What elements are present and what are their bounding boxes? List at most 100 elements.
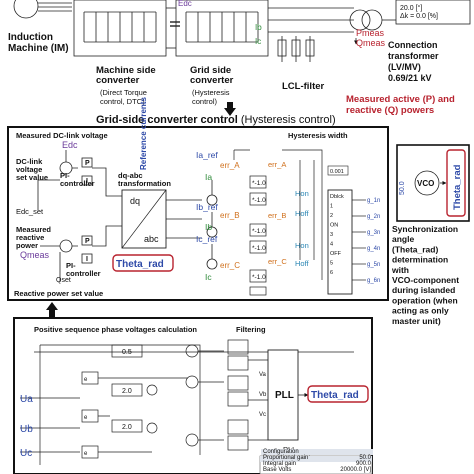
text-line: 0.69/21 kV — [388, 73, 432, 83]
gain-a-1: *-1.0 — [252, 180, 266, 187]
gain-c-1: *-1.0 — [252, 274, 266, 281]
hysteresis-wires — [282, 149, 323, 280]
sequence-network — [20, 339, 354, 465]
text-line: 4 — [330, 242, 333, 248]
hon-label-1: Hon — [295, 189, 309, 198]
text-line: 6 — [330, 270, 333, 276]
gsc-title: Grid-side converter control (Hysteresis … — [96, 114, 336, 126]
gate-logic-block — [327, 189, 353, 295]
config-key: Base Volts — [263, 467, 292, 473]
err-a-label-1: err_A — [220, 161, 240, 170]
text-line: Measured active (P) and — [346, 94, 455, 105]
text-line: 1 — [330, 204, 333, 210]
text-line: PI- — [60, 171, 70, 180]
lcl-filter-label: LCL-filter — [282, 81, 325, 92]
pll-block — [267, 349, 299, 441]
gain-a-2: *-1.0 — [252, 197, 266, 204]
vco-symbol — [414, 170, 440, 196]
err-c-label-2: err_C — [268, 257, 287, 266]
vb-label: Vb — [259, 392, 267, 398]
theta-vco: Theta_rad — [452, 164, 463, 210]
text-line: Synchronization — [392, 224, 458, 234]
text-line: 5 — [330, 261, 333, 267]
ib-top-label: Ib — [255, 23, 262, 32]
pi-controller-label-1: PI-controller — [60, 171, 95, 188]
text-line: 2 — [330, 213, 333, 219]
config-value: 900.0 — [355, 461, 371, 467]
q-meas-gsc-label: Qmeas — [20, 250, 50, 260]
config-value: 50.0 — [359, 455, 371, 461]
text-line: (Hysteresis — [192, 88, 230, 97]
pulse-label: g_3n — [367, 230, 380, 236]
text-line: VCO-component — [392, 275, 459, 285]
text-line: power — [16, 241, 38, 250]
config-value: 20000.0 [V] — [340, 467, 371, 473]
q-set-label: Qset — [56, 277, 71, 284]
gsc-pi-loops — [37, 150, 122, 282]
q-meas-label: Qmeas — [356, 38, 386, 48]
err-b-label-1: err_B — [220, 211, 240, 220]
filtering-label: Filtering — [236, 325, 266, 334]
machine-side-converter-box — [73, 0, 167, 57]
text-line: operation (when — [392, 295, 458, 305]
ic-ref-label: Ic_ref — [196, 234, 218, 244]
config-row: Base Volts 20000.0 [V] — [261, 467, 373, 473]
text-line: acting as only — [392, 306, 449, 316]
p-meas-label: Pmeas — [356, 28, 385, 38]
text-line: 3 — [330, 232, 333, 238]
pulse-label: g_4n — [367, 246, 380, 252]
pulse-label: g_2n — [367, 214, 380, 220]
dc-voltage-label: Measured DC-link voltage — [16, 131, 108, 140]
text-line: control, DTC) — [100, 97, 145, 106]
text-line: set value — [16, 173, 48, 182]
theta-box-pll — [307, 385, 369, 403]
edc-top-label: Edc — [178, 0, 192, 8]
config-title: Configuration — [261, 449, 373, 455]
theta-gsc: Theta_rad — [116, 259, 164, 270]
config-key: Integral gain — [263, 461, 297, 467]
va-label: Va — [259, 372, 267, 378]
gsc-up-arrow — [224, 102, 236, 116]
text-line: (Theta_rad) — [392, 244, 438, 254]
gain-b-2: *-1.0 — [252, 245, 266, 252]
text-line: Machine side — [96, 65, 156, 76]
transformer-parameter-box — [395, 0, 471, 25]
text-line: master unit) — [392, 316, 441, 326]
text-line: converter — [96, 75, 140, 86]
pll-frame — [13, 317, 373, 474]
hyst-value-box — [327, 165, 349, 176]
text-line: Grid side — [190, 65, 231, 76]
pll-up-arrow — [46, 302, 58, 318]
pulse-label: g_1n — [367, 198, 380, 204]
ic-label: Ic — [205, 272, 212, 282]
text-line: voltage — [16, 165, 42, 174]
text-line: Induction — [8, 32, 53, 43]
pi-controller-label-2: PI-controller — [66, 261, 101, 278]
ib-ref-label: Ib_ref — [196, 202, 218, 212]
config-row: Integral gain 900.0 — [261, 461, 373, 467]
ref-current-wires — [166, 180, 218, 270]
vco-label: VCO — [417, 179, 434, 188]
hyst-value: 0.001 — [330, 169, 344, 175]
power-circuit — [13, 0, 471, 62]
gain-b-1: *-1.0 — [252, 228, 266, 235]
text-line: (Direct Torque — [100, 88, 147, 97]
delay-2: e — [84, 415, 88, 421]
text-line: PI- — [66, 261, 76, 270]
grid-side-converter-box — [175, 0, 269, 57]
vc-label: Vc — [259, 412, 266, 418]
err-c-label-1: err_C — [220, 261, 240, 270]
vco-value: 50.0 — [399, 181, 406, 195]
text-line: Connection — [388, 40, 438, 50]
text-line: 20.0 [°] — [400, 4, 422, 12]
q-set-value-label: Reactive power set value — [14, 289, 103, 298]
theta-pll: Theta_rad — [311, 390, 359, 401]
dq-text: dq — [130, 196, 140, 206]
